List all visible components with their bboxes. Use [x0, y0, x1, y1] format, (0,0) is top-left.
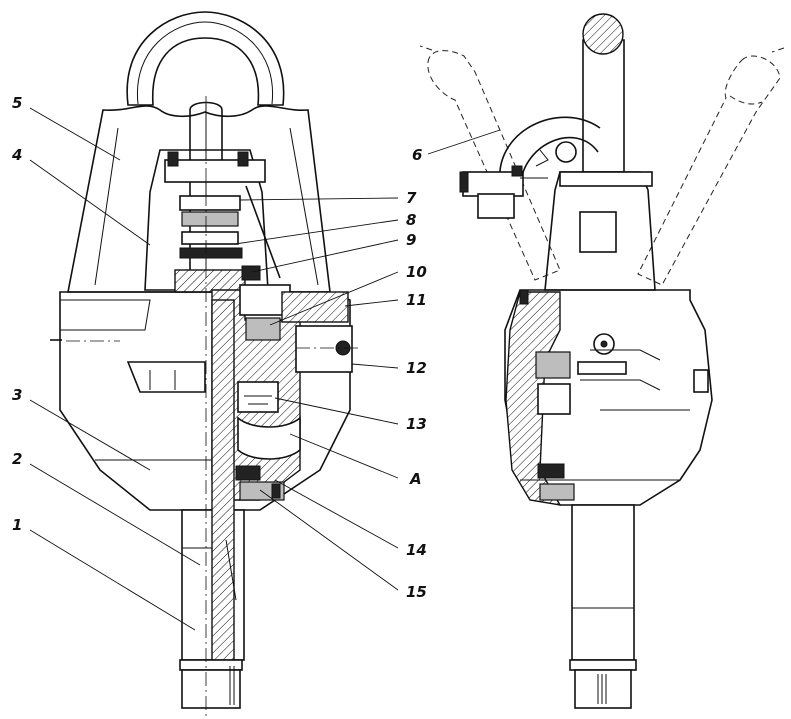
main-body: [59, 291, 351, 511]
callout-3: 3: [12, 386, 22, 404]
callout-11: 11: [406, 291, 427, 309]
stem-pin: [181, 669, 241, 709]
leader-4: [29, 159, 151, 246]
inner-cavity: [144, 149, 269, 291]
top-bolt-left: [167, 151, 179, 167]
right-stem: [571, 504, 635, 661]
callout-4: 4: [11, 146, 22, 164]
gooseneck-arc: [499, 116, 601, 183]
right-body-cutaway: [505, 291, 562, 506]
ghost-tick-left: [419, 45, 433, 51]
callout-14: 14: [406, 541, 427, 559]
hose-connector: [477, 193, 515, 219]
stem-thread: [225, 539, 237, 601]
bail-swing-right: [637, 55, 781, 286]
packing-assembly: [181, 211, 239, 227]
bearing-cap-lower: [174, 269, 246, 293]
gooseneck-hook: [535, 149, 549, 167]
top-flange: [164, 159, 266, 183]
stem-collar: [179, 659, 243, 671]
housing-cover: [67, 105, 331, 293]
leader-10: [269, 271, 399, 326]
callout-15: 15: [406, 583, 427, 601]
bail-leg: [582, 39, 625, 173]
leader-lines: [29, 107, 501, 631]
washpipe-seal: [181, 231, 239, 245]
callout-8: 8: [406, 211, 416, 229]
callout-12: 12: [406, 359, 427, 377]
callout-2: 2: [12, 450, 22, 468]
leader-9: [251, 239, 399, 273]
leader-1: [29, 529, 196, 631]
top-bolt-right: [237, 151, 249, 167]
callout-5: 5: [12, 94, 22, 112]
right-side-view: [419, 13, 785, 709]
swing-right-band: [729, 95, 763, 105]
leader-5: [29, 107, 121, 161]
clamp-nut: [511, 165, 523, 177]
right-lock-plate: [577, 361, 627, 375]
leader-14: [274, 479, 399, 549]
leader-8: [234, 219, 399, 245]
clamp-bolt: [459, 171, 469, 193]
leader-3: [29, 399, 151, 471]
right-cover-bolt: [519, 289, 529, 305]
right-lock-lever: [590, 349, 661, 361]
bail-inner-edge: [136, 21, 274, 105]
packing-nut: [179, 195, 241, 211]
callout-9: 9: [406, 231, 416, 249]
bail-outer: [126, 11, 285, 106]
right-stem-collar: [569, 659, 637, 671]
body-left-boss: [60, 299, 151, 331]
main-bearing-13: [237, 381, 279, 413]
callout-A: A: [409, 470, 422, 488]
right-top-flange: [559, 171, 653, 187]
right-main-bearing: [537, 383, 571, 415]
bail-section: [582, 13, 624, 55]
callout-6: 6: [412, 146, 422, 164]
chamber-A: [237, 416, 301, 460]
gooseneck-pin: [555, 141, 577, 163]
left-sectional-view: [50, 11, 362, 718]
seal-ring: [179, 247, 243, 259]
leader-15: [259, 489, 399, 591]
leader-11: [344, 299, 399, 307]
lower-bearing-14: [235, 465, 261, 481]
cover-rib-left: [94, 127, 119, 286]
leader-7: [239, 197, 399, 201]
right-inspection-plate: [579, 211, 617, 253]
leader-13: [274, 397, 399, 425]
leader-A: [289, 433, 399, 479]
right-waist-line: [580, 379, 661, 391]
left-window: [126, 361, 206, 393]
ring-9: [241, 265, 261, 281]
leader-12: [351, 363, 399, 369]
right-lower-seal: [539, 483, 575, 501]
bail-swing-left: [427, 50, 561, 281]
callout-1: 1: [12, 516, 22, 534]
bearing-10: [245, 317, 281, 341]
right-stem-pin: [574, 669, 632, 709]
guard-plate: [245, 185, 281, 279]
stem-section: [211, 299, 235, 661]
callout-7: 7: [406, 189, 417, 207]
right-lower-bearing: [537, 463, 565, 479]
right-bearing-upper: [535, 351, 571, 379]
ghost-tick-right: [771, 47, 785, 53]
callout-labels: 5 4 3 2 1 6 7 8 9 10 11 12 13 A 14 15: [11, 94, 427, 601]
right-side-plug: [693, 369, 709, 393]
callout-10: 10: [406, 263, 427, 281]
callout-13: 13: [406, 415, 427, 433]
lower-bolt: [271, 483, 281, 499]
leader-2: [29, 463, 201, 566]
right-pivot-core: [600, 340, 608, 348]
bearing-roller-lines: [244, 395, 272, 405]
leader-6: [427, 129, 501, 155]
